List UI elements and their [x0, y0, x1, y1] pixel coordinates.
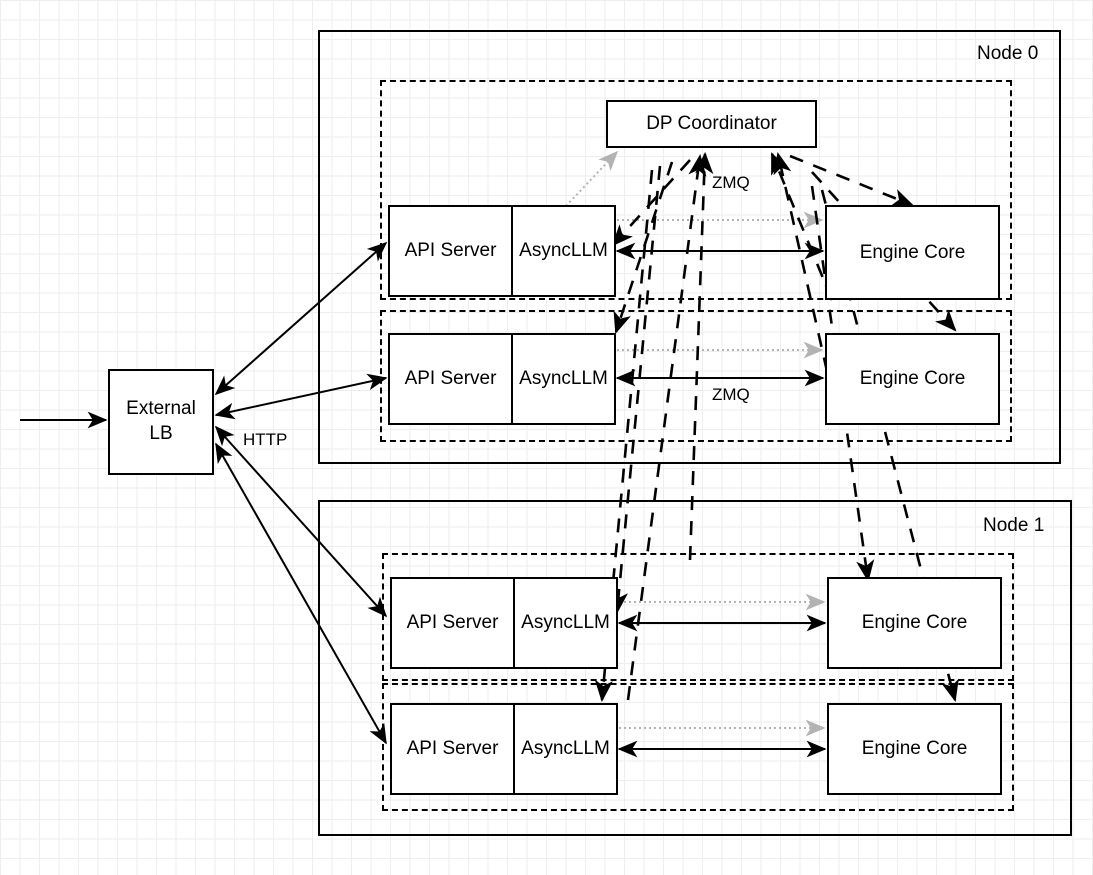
external-lb-label-line2: LB	[149, 423, 173, 444]
api-server-label: API Server	[406, 612, 499, 633]
external-lb-box[interactable]: External LB	[108, 369, 214, 475]
node-1-container	[318, 500, 1072, 836]
asyncllm-label: AsyncLLM	[521, 738, 610, 759]
node-1-group-0-engine-core-box[interactable]: Engine Core	[827, 577, 1002, 669]
dp-coordinator-label: DP Coordinator	[646, 113, 777, 134]
engine-core-label: Engine Core	[861, 612, 968, 633]
coordinator-from-engine-node1-group0	[688, 151, 714, 561]
lb-to-api-3-edge	[215, 442, 387, 745]
asyncllm-label: AsyncLLM	[521, 612, 610, 633]
node-0-group-1-asyncllm-cell[interactable]: AsyncLLM	[513, 335, 614, 423]
coordinator-to-asyncllm-node1-group1	[594, 169, 654, 703]
dp-coordinator-box[interactable]: DP Coordinator	[606, 100, 817, 148]
api-server-label: API Server	[404, 368, 497, 389]
node-1-group-1-api-server-box[interactable]: API Server AsyncLLM	[390, 703, 618, 795]
http-label: HTTP	[243, 430, 288, 449]
node-0-group-0-api-server-cell[interactable]: API Server	[390, 207, 513, 295]
node-1-group-1-api-server-cell[interactable]: API Server	[392, 705, 515, 793]
node-0-group-1-container	[380, 310, 1012, 442]
node-1-group-0-api-server-box[interactable]: API Server AsyncLLM	[390, 577, 618, 669]
external-lb-label-line1: External	[126, 398, 196, 420]
api-server-label: API Server	[406, 738, 499, 759]
coordinator-to-engine-node1-group0	[810, 185, 875, 583]
node-0-group-0-asyncllm-cell[interactable]: AsyncLLM	[513, 207, 614, 295]
node-0-group-1-engine-core-box[interactable]: Engine Core	[825, 333, 1000, 425]
api-server-label: API Server	[404, 240, 497, 261]
asyncllm-label: AsyncLLM	[519, 368, 608, 389]
node-1-group-1-container	[382, 683, 1014, 811]
node-0-group-1-api-server-box[interactable]: API Server AsyncLLM	[388, 333, 616, 425]
node-0-group-0-zmq-label: ZMQ	[712, 173, 750, 192]
node-0-group-1-zmq-label: ZMQ	[712, 385, 750, 404]
node-1-group-0-asyncllm-cell[interactable]: AsyncLLM	[515, 579, 616, 667]
node-1-group-1-asyncllm-cell[interactable]: AsyncLLM	[515, 705, 616, 793]
node-0-group-0-container	[380, 80, 1012, 300]
lb-to-api-0-edge	[214, 241, 388, 396]
coordinator-to-engine-node0-group0	[789, 154, 914, 207]
engine-core-label: Engine Core	[859, 241, 966, 263]
coordinator-from-engine-node0-group0	[770, 152, 834, 301]
node-1-label: Node 1	[983, 515, 1045, 536]
coordinator-from-asyncllm-node1-group1	[626, 153, 707, 701]
node0-group0-coordinator-dotted-edge	[565, 150, 619, 207]
node-0-group-0-api-server-box[interactable]: API Server AsyncLLM	[388, 205, 616, 297]
node-1-group-0-api-server-cell[interactable]: API Server	[392, 579, 515, 667]
coordinator-to-asyncllm-node0-group1	[613, 161, 674, 334]
node-1-group-0-container	[382, 553, 1014, 681]
node-0-label: Node 0	[977, 43, 1039, 64]
node-1-group-1-engine-core-box[interactable]: Engine Core	[827, 703, 1002, 795]
coordinator-from-engine-node0-group1	[773, 151, 840, 421]
node-0-container	[318, 30, 1061, 464]
engine-core-label: Engine Core	[861, 738, 968, 759]
coordinator-to-asyncllm-node0-group0	[611, 159, 691, 247]
lb-to-api-1-edge	[214, 373, 388, 420]
asyncllm-label: AsyncLLM	[519, 240, 608, 261]
engine-core-label: Engine Core	[859, 368, 966, 389]
node-0-group-0-engine-core-box[interactable]: Engine Core	[825, 205, 1000, 300]
node-0-group-1-api-server-cell[interactable]: API Server	[390, 335, 513, 423]
